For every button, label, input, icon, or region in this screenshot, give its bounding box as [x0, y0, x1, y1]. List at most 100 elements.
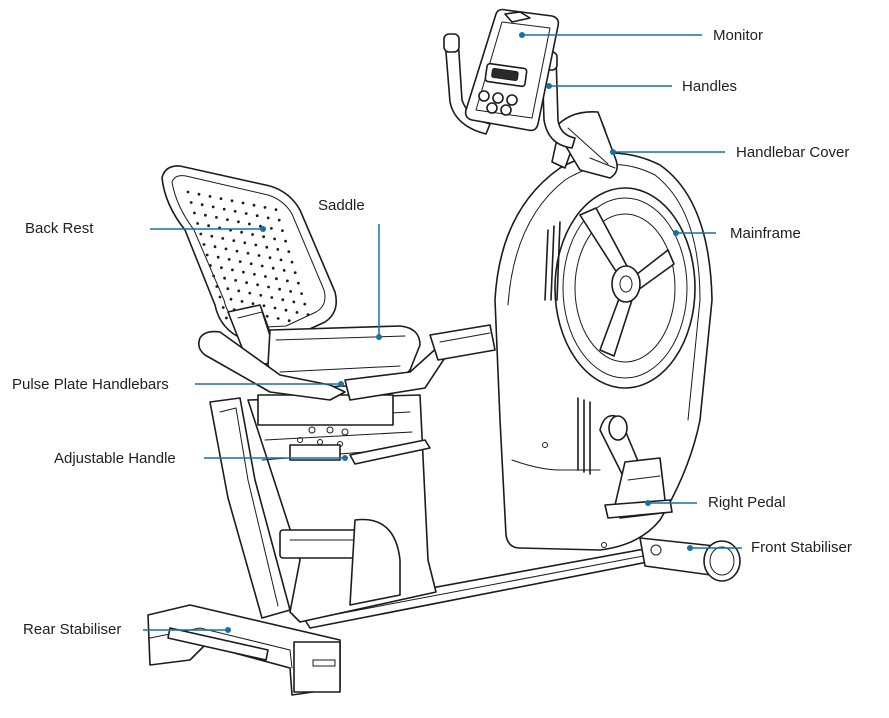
- label-mainframe: Mainframe: [730, 225, 801, 242]
- perforation-dot: [243, 241, 247, 245]
- perforation-dot: [262, 304, 266, 308]
- perforation-dot: [240, 300, 244, 303]
- perforation-dot: [209, 264, 212, 267]
- perforation-dot: [259, 293, 263, 297]
- perforation-dot: [237, 220, 240, 224]
- perforation-dot: [275, 277, 278, 281]
- perforation-dot: [223, 276, 227, 280]
- label-back-rest: Back Rest: [25, 220, 94, 237]
- mainframe-shape: [494, 152, 713, 551]
- perforation-dot: [281, 229, 284, 233]
- perforation-dot: [260, 264, 264, 268]
- perforation-dot: [220, 266, 223, 270]
- perforation-dot: [271, 266, 275, 270]
- perforation-dot: [230, 199, 234, 203]
- perforation-dot: [235, 249, 239, 253]
- perforation-dot: [237, 289, 241, 293]
- perforation-dot: [224, 247, 228, 251]
- label-monitor: Monitor: [713, 27, 764, 44]
- perforation-dot: [276, 248, 280, 251]
- perforation-dot: [202, 243, 206, 246]
- perforation-dot: [270, 227, 273, 230]
- leader-dot-back-rest: [260, 226, 266, 232]
- perforation-dot: [231, 268, 234, 272]
- perforation-dot: [295, 311, 299, 314]
- perforation-dot: [248, 291, 252, 295]
- perforation-dot: [257, 254, 261, 257]
- leader-dot-right-pedal: [645, 500, 651, 506]
- perforation-dot: [253, 272, 256, 276]
- perforation-dot: [249, 262, 253, 266]
- perforation-dot: [210, 234, 214, 238]
- perforation-dot: [193, 211, 196, 215]
- perforation-dot: [265, 314, 269, 318]
- perforation-dot: [211, 205, 215, 209]
- leader-dot-pulse-plate: [338, 381, 344, 387]
- perforation-dot: [221, 306, 225, 309]
- perforation-dot: [306, 313, 310, 316]
- perforation-dot: [205, 253, 209, 257]
- perforation-dot: [286, 279, 289, 283]
- perforation-dot: [227, 258, 231, 261]
- perforation-dot: [267, 285, 270, 289]
- perforation-dot: [218, 295, 222, 299]
- perforation-dot: [197, 192, 201, 196]
- monitor-shape: [464, 8, 560, 132]
- perforation-dot: [244, 212, 248, 215]
- label-right-pedal: Right Pedal: [708, 494, 786, 511]
- perforation-dot: [216, 255, 220, 259]
- back-rest-shape: [161, 165, 338, 369]
- perforation-dot: [279, 258, 283, 262]
- perforation-dot: [277, 218, 281, 222]
- perforation-dot: [287, 250, 291, 254]
- leader-dot-front-stabiliser: [687, 545, 693, 551]
- perforation-dot: [196, 222, 200, 225]
- label-saddle: Saddle: [318, 197, 365, 214]
- perforation-dot: [225, 316, 228, 320]
- perforation-dot: [287, 319, 291, 323]
- perforation-dot: [281, 298, 285, 302]
- perforation-dot: [215, 216, 218, 219]
- perforation-dot: [282, 269, 286, 272]
- perforation-dot: [251, 233, 255, 236]
- perforation-dot: [278, 287, 281, 291]
- perforation-dot: [266, 216, 270, 220]
- perforation-dot: [252, 203, 256, 207]
- perforation-dot: [303, 302, 307, 306]
- perforation-dot: [274, 208, 278, 212]
- perforation-dot: [256, 283, 259, 287]
- perforation-dot: [213, 245, 217, 249]
- perforation-dot: [200, 203, 204, 207]
- perforation-dot: [276, 317, 280, 320]
- leader-dot-handlebar-cover: [610, 149, 616, 155]
- perforation-dot: [262, 235, 265, 239]
- perforation-dot: [219, 197, 223, 201]
- perforation-dot: [238, 260, 242, 263]
- perforation-dot: [265, 245, 269, 249]
- perforation-dot: [270, 296, 274, 299]
- label-pulse-plate-handlebars: Pulse Plate Handlebars: [12, 376, 169, 393]
- perforation-dot: [232, 239, 236, 243]
- perforation-dot: [204, 213, 207, 217]
- perforation-dot: [284, 239, 287, 243]
- label-front-stabiliser: Front Stabiliser: [751, 539, 852, 556]
- perforation-dot: [242, 270, 245, 274]
- perforation-dot: [248, 222, 251, 226]
- callout-leaders: [143, 32, 742, 633]
- perforation-dot: [289, 290, 292, 293]
- perforation-dot: [293, 271, 297, 274]
- label-handles: Handles: [682, 78, 738, 95]
- perforation-dot: [226, 287, 230, 291]
- perforation-dot: [263, 206, 267, 209]
- perforation-dot: [234, 279, 238, 282]
- perforation-dot: [273, 306, 277, 310]
- perforation-dot: [199, 232, 203, 236]
- perforation-dot: [233, 209, 237, 213]
- leader-dot-saddle: [376, 334, 382, 340]
- perforation-dot: [221, 237, 225, 240]
- leader-dot-adjustable-handle: [342, 455, 348, 461]
- perforation-dot: [222, 207, 226, 211]
- perforation-dot: [297, 281, 300, 285]
